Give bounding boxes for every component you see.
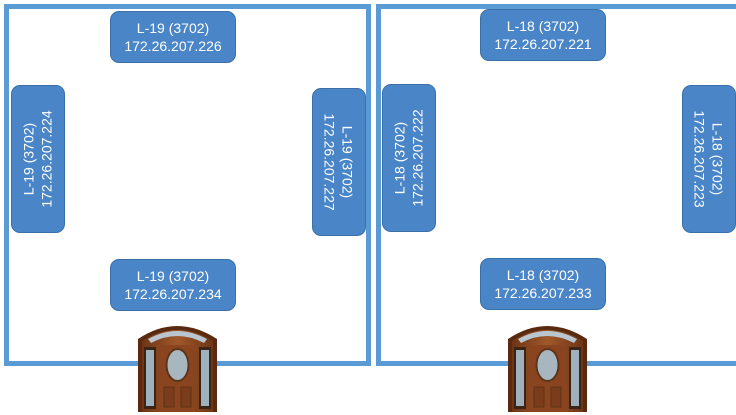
device-label-l19-top[interactable]: L-19 (3702) 172.26.207.226 <box>110 11 236 63</box>
device-ip: 172.26.207.226 <box>124 38 222 54</box>
device-label-l18-top[interactable]: L-18 (3702) 172.26.207.221 <box>480 9 606 61</box>
device-name: L-18 (3702) <box>506 18 580 34</box>
device-ip: 172.26.207.233 <box>494 285 592 301</box>
device-label-l19-left[interactable]: L-19 (3702) 172.26.207.224 <box>11 85 65 233</box>
device-label-l18-right[interactable]: L-18 (3702) 172.26.207.223 <box>682 85 736 233</box>
device-label-l19-bottom[interactable]: L-19 (3702) 172.26.207.234 <box>110 259 236 311</box>
device-name: L-18 (3702) <box>710 122 727 196</box>
device-ip: 172.26.207.222 <box>410 109 427 207</box>
device-name: L-19 (3702) <box>21 122 38 196</box>
device-ip: 172.26.207.227 <box>322 113 339 211</box>
device-name: L-19 (3702) <box>136 268 210 284</box>
device-ip: 172.26.207.221 <box>494 36 592 52</box>
door-icon <box>508 326 587 412</box>
door-icon <box>138 326 217 412</box>
device-name: L-18 (3702) <box>392 121 409 195</box>
device-name: L-19 (3702) <box>136 20 210 36</box>
device-label-l18-left[interactable]: L-18 (3702) 172.26.207.222 <box>382 84 436 232</box>
device-ip: 172.26.207.234 <box>124 286 222 302</box>
device-name: L-18 (3702) <box>506 267 580 283</box>
device-ip: 172.26.207.224 <box>39 110 56 208</box>
device-ip: 172.26.207.223 <box>692 110 709 208</box>
device-label-l18-bottom[interactable]: L-18 (3702) 172.26.207.233 <box>480 258 606 310</box>
device-name: L-19 (3702) <box>340 125 357 199</box>
device-label-l19-right[interactable]: L-19 (3702) 172.26.207.227 <box>312 88 366 236</box>
